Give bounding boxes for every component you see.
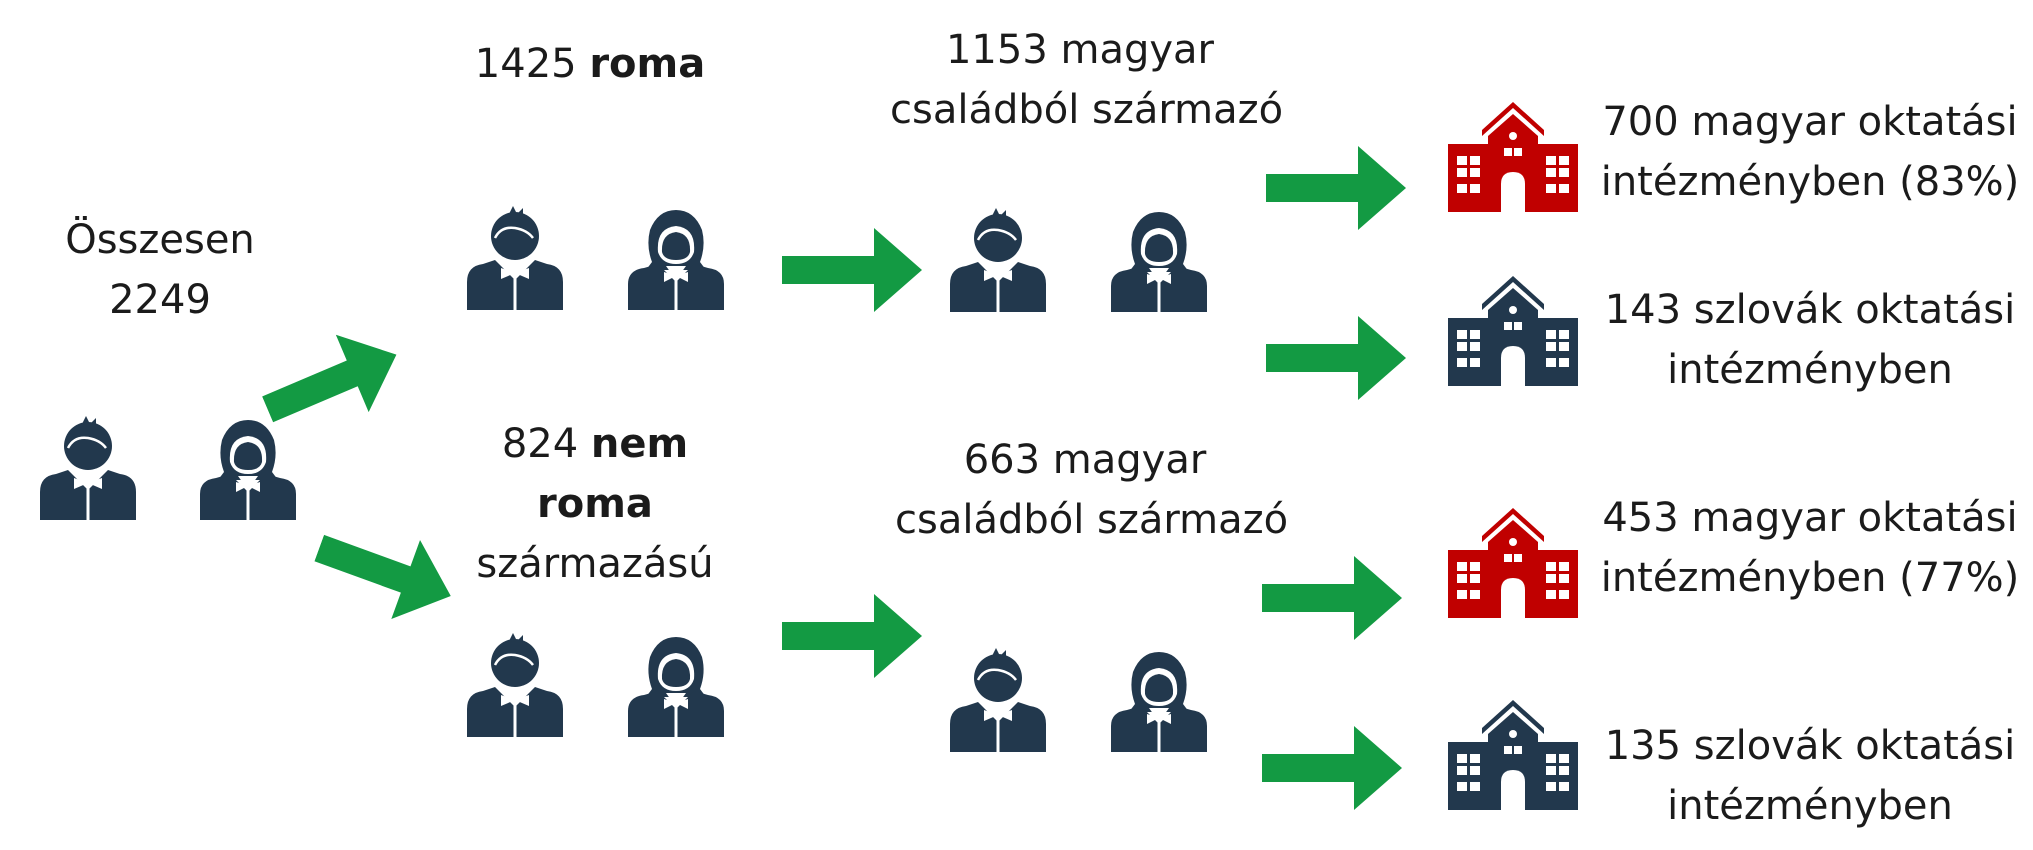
nonroma-hungarian-family-line2: családból származó xyxy=(895,497,1289,543)
arrow-icon xyxy=(304,508,466,636)
roma-count: 1425 xyxy=(474,41,577,87)
outcome-nonroma-hungarian: 453 magyar oktatási intézményben (77%) xyxy=(1590,488,2030,608)
girl-icon xyxy=(200,420,296,520)
arrow-icon xyxy=(782,594,922,678)
school-icon xyxy=(1448,508,1578,618)
arrow-icon xyxy=(1266,316,1406,400)
total-label-line1: Összesen xyxy=(65,217,255,263)
boy-icon xyxy=(467,206,563,310)
non-roma-word1: nem xyxy=(590,421,689,467)
roma-label: 1425 roma xyxy=(440,34,740,94)
outcome-nonroma-hungarian-line2: intézményben (77%) xyxy=(1600,555,2020,601)
outcome-nonroma-slovak-line1: 135 szlovák oktatási xyxy=(1604,723,2016,769)
outcome-roma-slovak-line1: 143 szlovák oktatási xyxy=(1604,287,2016,333)
outcome-roma-slovak: 143 szlovák oktatási intézményben xyxy=(1590,280,2030,400)
arrow-icon xyxy=(1262,726,1402,810)
boy-icon xyxy=(40,416,136,520)
non-roma-count: 824 xyxy=(501,421,579,467)
outcome-roma-slovak-line2: intézményben xyxy=(1667,347,1953,393)
outcome-roma-hungarian: 700 magyar oktatási intézményben (83%) xyxy=(1590,92,2030,212)
school-icon xyxy=(1448,700,1578,810)
nonroma-hungarian-family-label: 663 magyar családból származó xyxy=(895,430,1289,550)
arrow-icon xyxy=(782,228,922,312)
non-roma-line3: származású xyxy=(476,541,714,587)
boy-icon xyxy=(950,648,1046,752)
arrow-icon xyxy=(1262,556,1402,640)
arrow-icon xyxy=(1266,146,1406,230)
outcome-nonroma-slovak: 135 szlovák oktatási intézményben xyxy=(1590,716,2030,836)
arrow-icon xyxy=(251,315,413,449)
outcome-nonroma-slovak-line2: intézményben xyxy=(1667,783,1953,829)
outcome-nonroma-hungarian-line1: 453 magyar oktatási xyxy=(1602,495,2018,541)
outcome-roma-hungarian-line1: 700 magyar oktatási xyxy=(1602,99,2018,145)
girl-icon xyxy=(628,210,724,310)
total-count: 2249 xyxy=(109,277,211,323)
roma-word: roma xyxy=(589,41,706,87)
girl-icon xyxy=(1111,212,1207,312)
nonroma-hungarian-family-line1: 663 magyar xyxy=(963,437,1207,483)
outcome-roma-hungarian-line2: intézményben (83%) xyxy=(1600,159,2020,205)
school-icon xyxy=(1448,102,1578,212)
school-icon xyxy=(1448,276,1578,386)
non-roma-label: 824 nem roma származású xyxy=(460,414,730,594)
boy-icon xyxy=(467,633,563,737)
girl-icon xyxy=(1111,652,1207,752)
non-roma-word2: roma xyxy=(537,481,653,527)
girl-icon xyxy=(628,637,724,737)
total-label: Összesen 2249 xyxy=(55,210,265,330)
roma-hungarian-family-line2: családból származó xyxy=(890,87,1284,133)
roma-hungarian-family-label: 1153 magyar családból származó xyxy=(890,20,1284,140)
roma-hungarian-family-line1: 1153 magyar xyxy=(945,27,1214,73)
boy-icon xyxy=(950,208,1046,312)
